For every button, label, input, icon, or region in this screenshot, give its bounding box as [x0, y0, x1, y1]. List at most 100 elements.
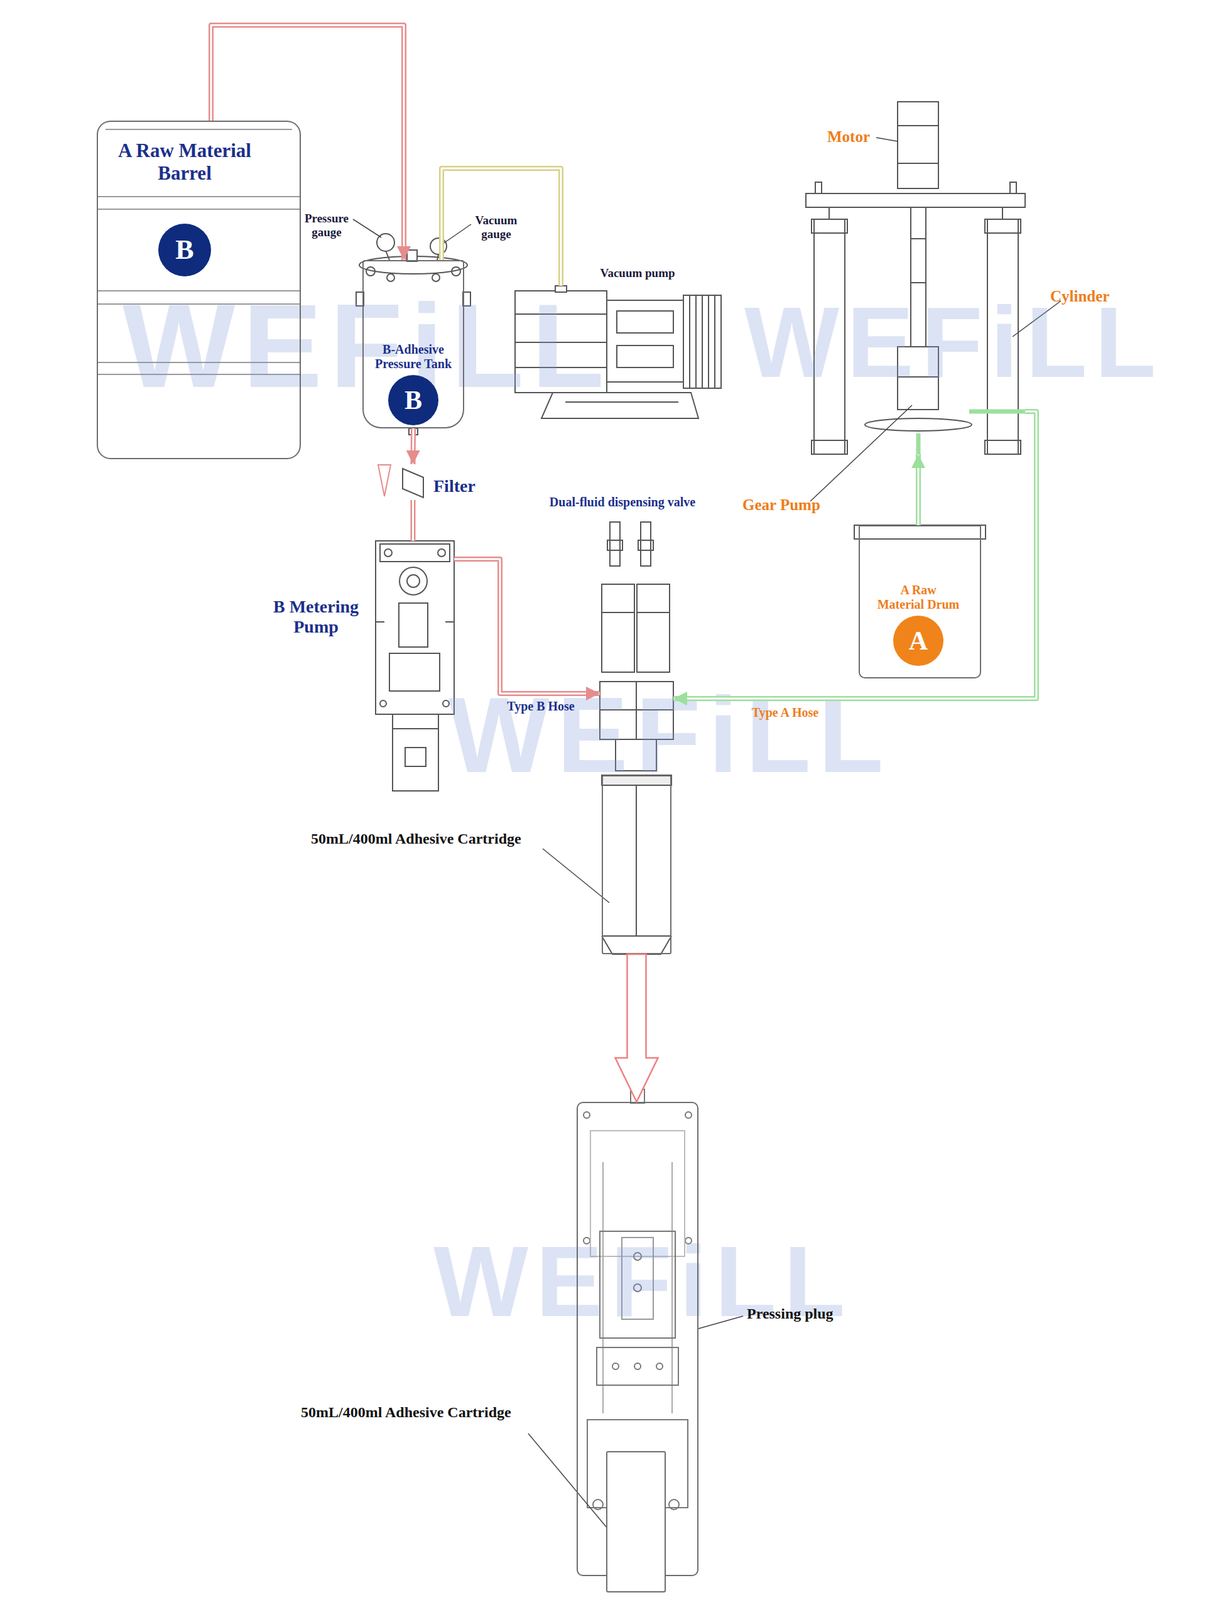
arrow-head [396, 246, 411, 261]
vacuum-pump-drawing [606, 300, 684, 382]
gear-pump-drawing [815, 182, 822, 194]
flow-arrow-shape [615, 954, 659, 1102]
arrow-head [911, 454, 926, 468]
tank-fittings [451, 266, 461, 276]
drum-drawing [854, 525, 986, 539]
dispensing-valve-drawing [601, 611, 635, 614]
metering-pump-drawing [380, 700, 387, 707]
component-badge: B [388, 374, 439, 426]
pressing-machine-drawing [612, 1363, 619, 1370]
filter-drawing [378, 464, 391, 497]
tank-fittings [437, 254, 439, 261]
badge-letter: B [388, 374, 439, 426]
vacuum-pump-drawing [616, 345, 674, 368]
vacuum-pump: Vacuum pump [515, 285, 725, 419]
dispensing-valve-drawing [609, 521, 620, 566]
gear-pump-drawing [864, 418, 972, 431]
drum-drawing [854, 525, 986, 539]
hose-line [406, 428, 421, 465]
part-label: Motor [827, 128, 903, 147]
barrel-bands [105, 128, 293, 131]
metering-pump-drawing [445, 621, 455, 623]
pressing-machine-drawing [685, 1111, 692, 1119]
pressing-machine-drawing [656, 1363, 663, 1370]
gear-pump-drawing [969, 409, 1026, 414]
metering-pump-drawing [405, 747, 426, 767]
pressing-machine-drawing [596, 1347, 679, 1386]
filter-drawing [402, 468, 424, 498]
hose-line [454, 559, 600, 701]
material-drum: A Raw Material DrumA [858, 525, 982, 679]
metering-pump-drawing [442, 700, 450, 707]
node-label: A Raw Material Barrel [109, 139, 261, 185]
hose-outer [211, 25, 404, 261]
hose-line [211, 25, 411, 261]
cartridge-drawing [601, 935, 672, 937]
pressing-machine-drawing [634, 1363, 641, 1370]
tank-fittings [407, 249, 418, 262]
leader-line [542, 848, 610, 903]
watermark: WEFiLL [744, 292, 1164, 393]
tank-fittings [386, 273, 395, 282]
arrow-head [673, 691, 688, 706]
node-label: Gear Pump [742, 496, 869, 515]
gear-pump-assembly: Gear Pump [805, 101, 1026, 455]
tank-fittings [408, 428, 418, 435]
hose-label: Type B Hose [493, 699, 588, 714]
metering-pump-drawing [384, 548, 392, 557]
cartridge-drawing [601, 775, 672, 955]
leader-line [353, 219, 382, 238]
vacuum-pump-drawing [701, 295, 703, 389]
leader-line [528, 1433, 618, 1541]
cartridge-drawing [601, 935, 672, 955]
metering-pump-drawing [392, 714, 439, 791]
barrel-bands [96, 208, 301, 210]
pressing-machine-drawing [630, 1089, 645, 1103]
gear-pump-drawing [910, 238, 926, 240]
node-label: B-Adhesive Pressure Tank [366, 342, 461, 372]
gear-pump-drawing [916, 433, 921, 455]
metering-pump-drawing [407, 574, 420, 588]
barrel-bands [96, 195, 301, 198]
gear-pump-drawing [897, 124, 939, 127]
hose-inner [412, 428, 415, 465]
badge-letter: B [158, 223, 212, 277]
tank-fittings [366, 266, 375, 276]
metering-pump-drawing [392, 727, 439, 730]
node-label: A Raw Material Drum [875, 582, 962, 612]
tank-fittings [385, 250, 390, 261]
metering-pump-drawing [380, 543, 450, 562]
filter: Filter [402, 464, 424, 500]
hose-line [441, 168, 561, 286]
hose-outer [454, 559, 600, 694]
vacuum-pump-drawing [695, 295, 697, 389]
dispensing-valve-drawing [638, 540, 654, 551]
adhesive-cartridge: 50mL/400ml Adhesive Cartridge [601, 775, 672, 955]
pressing-machine-drawing [668, 1499, 680, 1510]
hose-outer [410, 499, 416, 541]
vacuum-pump-drawing [616, 310, 674, 333]
watermark: WEFiLL [122, 285, 612, 406]
leader-line [876, 137, 898, 142]
part-label: Pressure gauge [288, 211, 365, 240]
pressing-machine-drawing [592, 1499, 603, 1510]
metering-pump-drawing [375, 540, 455, 791]
metering-pump-drawing [437, 548, 446, 557]
arrow-head [586, 686, 600, 701]
tank-fittings [430, 238, 447, 255]
cartridge-drawing [635, 785, 637, 936]
component-badge: A [893, 615, 944, 666]
badge-letter: A [893, 615, 944, 666]
hose-inner [441, 168, 561, 286]
adhesive-cartridge: 50mL/400ml Adhesive Cartridge [606, 1450, 666, 1593]
part-label: Vacuum gauge [461, 213, 531, 242]
vacuum-pump-drawing [714, 295, 716, 389]
pressing-machine-drawing [583, 1111, 590, 1119]
hose-line [673, 411, 1037, 706]
dispensing-valve-drawing [636, 584, 670, 673]
hose-outer [410, 428, 417, 465]
gear-pump-drawing [984, 219, 1021, 234]
